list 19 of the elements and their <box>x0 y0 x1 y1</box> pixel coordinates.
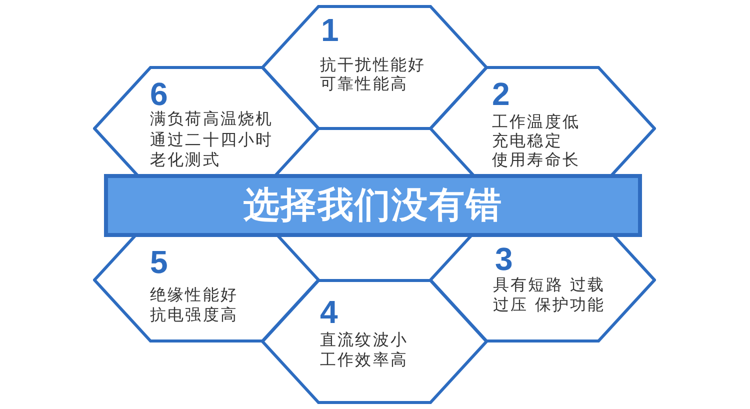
hexagon-panel <box>92 66 320 174</box>
feature-text: 满负荷高温烧机通过二十四小时老化测式 <box>150 109 274 170</box>
feature-text: 直流纹波小工作效率高 <box>320 330 408 370</box>
hexagon-panel <box>428 66 656 174</box>
step-number: 3 <box>495 243 513 275</box>
step-number: 2 <box>492 78 510 110</box>
hexagon-panel <box>428 237 656 342</box>
feature-text: 抗干扰性能好可靠性能高 <box>320 55 426 93</box>
feature-text: 具有短路 过载过压 保护功能 <box>493 275 606 314</box>
feature-text: 绝缘性能好抗电强度高 <box>150 285 238 325</box>
banner <box>104 174 642 237</box>
banner-title: 选择我们没有错 <box>244 186 502 226</box>
hexagon-panel <box>92 237 320 342</box>
step-number: 5 <box>150 246 168 278</box>
feature-text: 工作温度低充电稳定使用寿命长 <box>492 112 580 169</box>
hexagon-panel <box>260 278 488 404</box>
step-number: 4 <box>320 296 338 328</box>
step-number: 1 <box>321 14 339 46</box>
step-number: 6 <box>150 78 168 110</box>
